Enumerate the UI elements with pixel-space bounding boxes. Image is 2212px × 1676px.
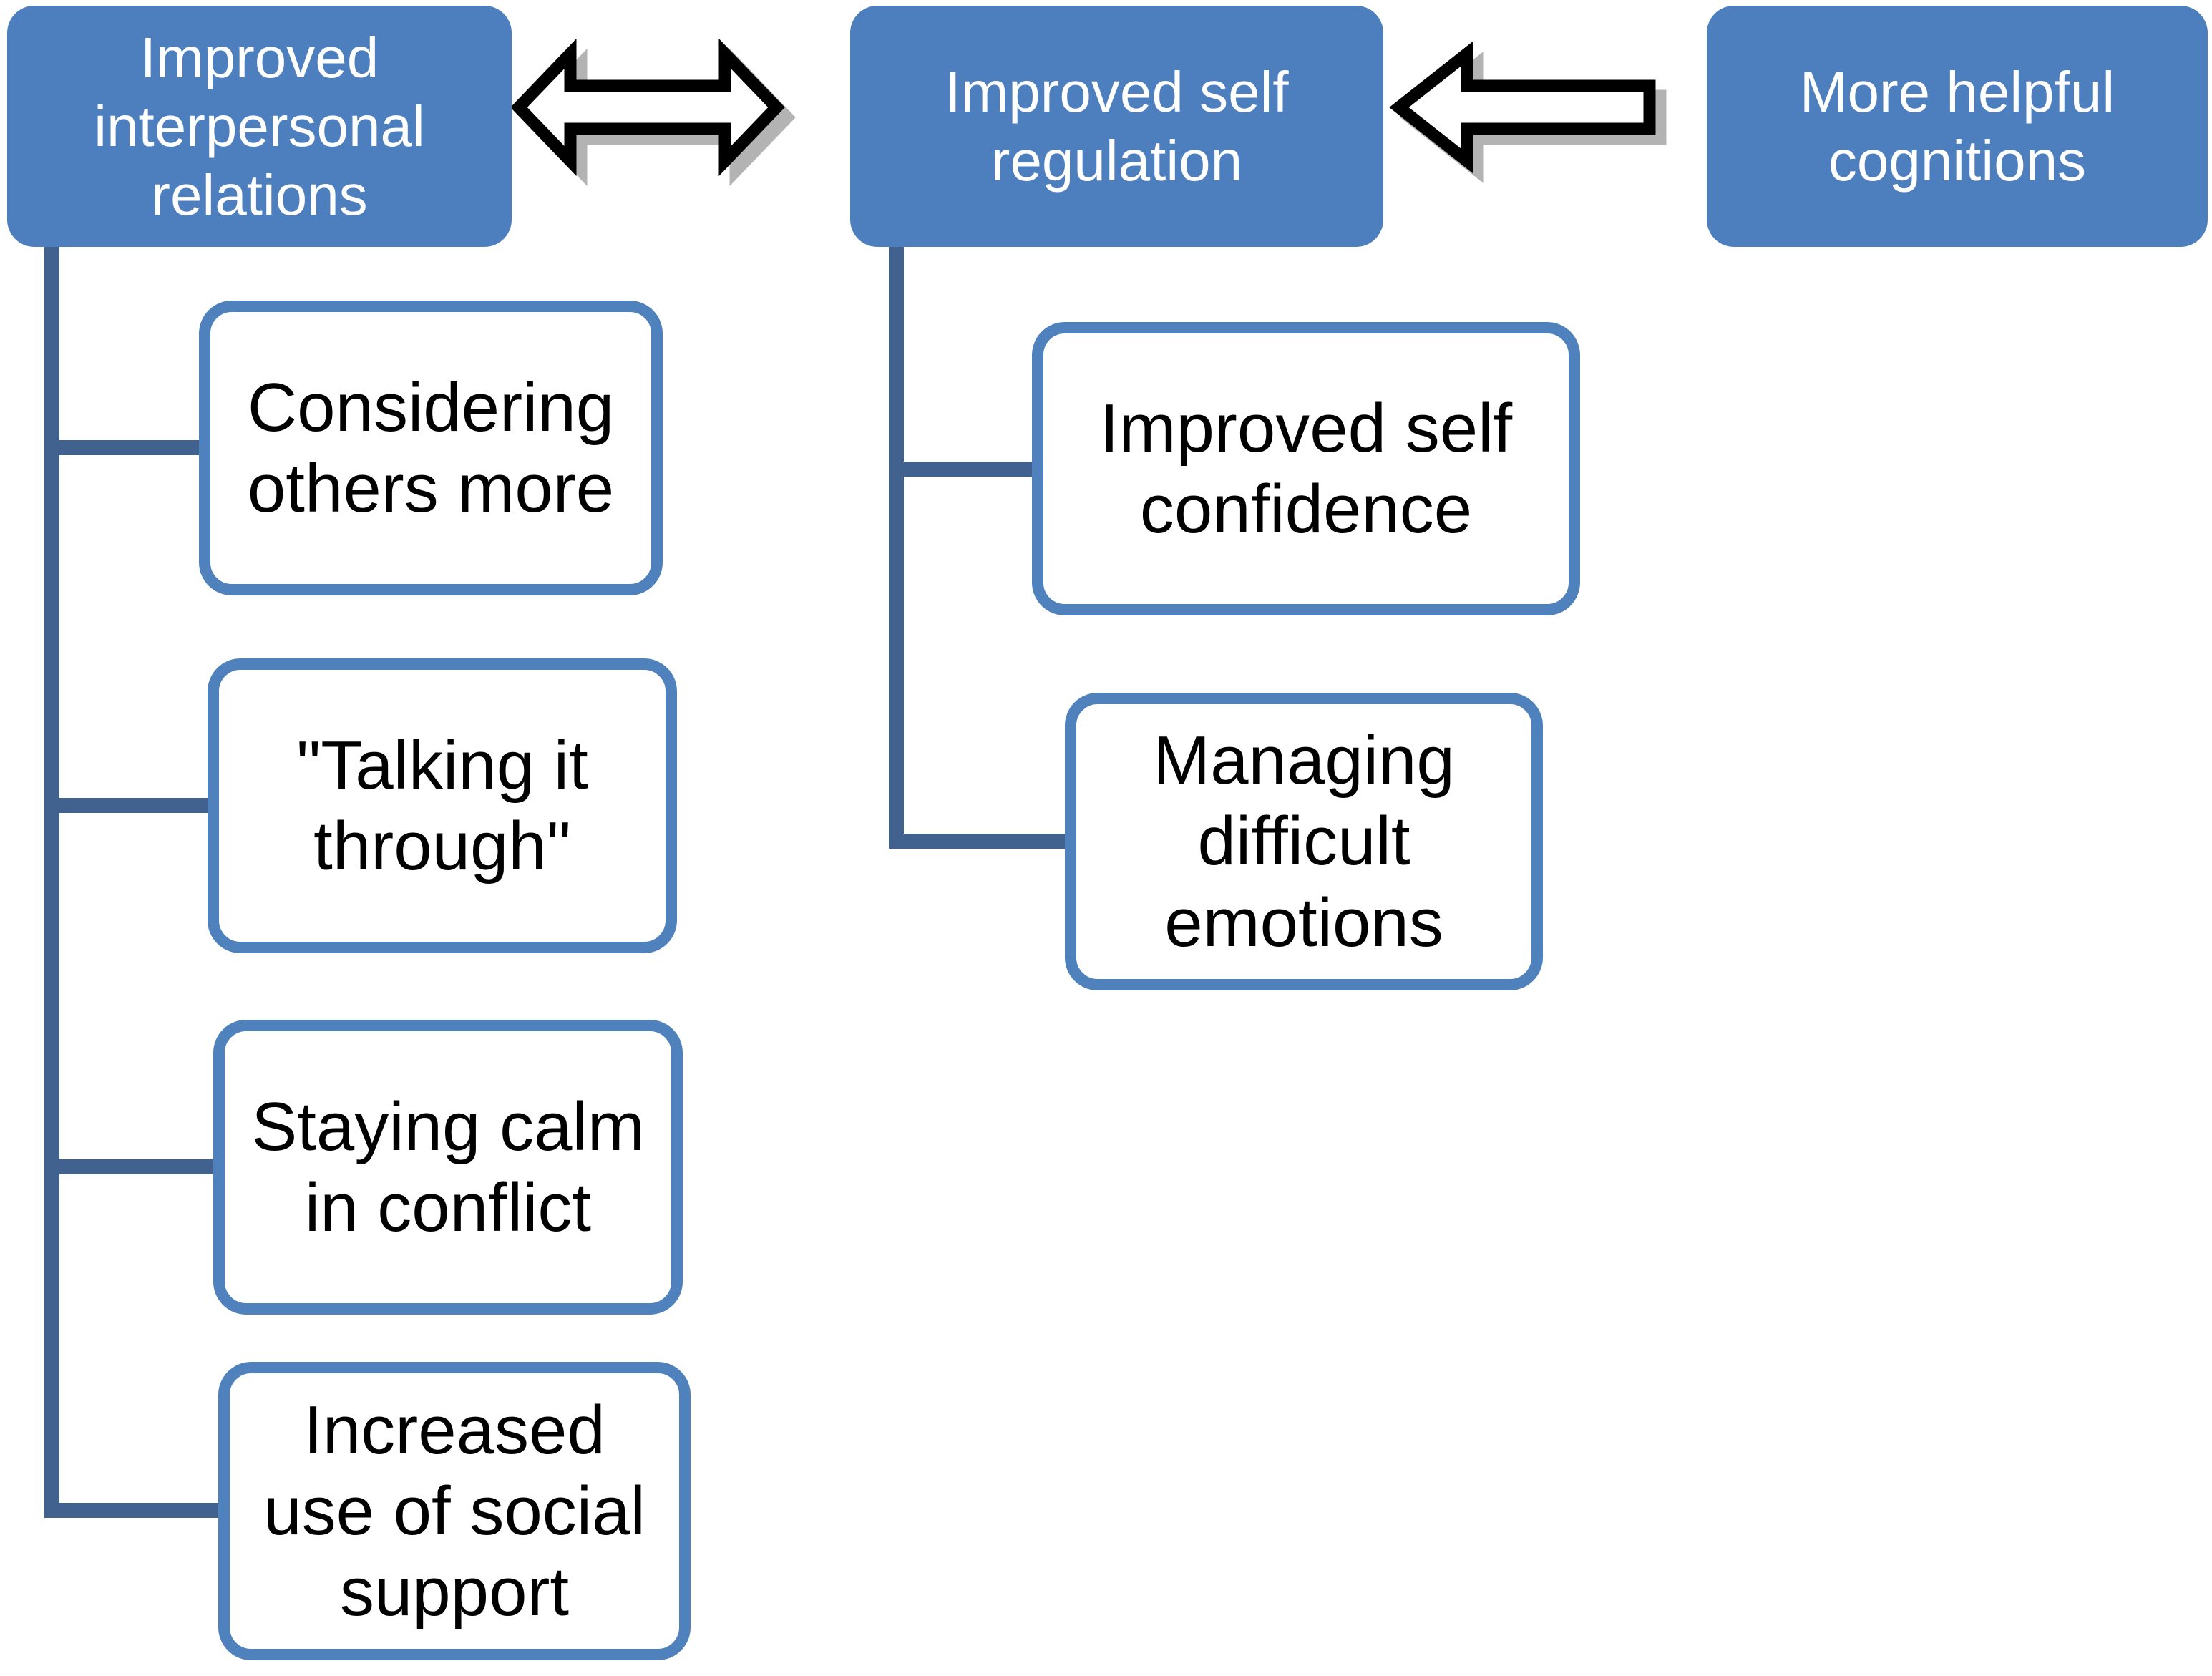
node-improved-self-regulation: Improved self regulation xyxy=(850,6,1383,247)
node-staying-calm-in-conflict: Staying calm in conflict xyxy=(213,1020,683,1315)
node-label: Considering others more xyxy=(247,369,615,527)
node-improved-self-confidence: Improved self confidence xyxy=(1032,322,1580,615)
connector-branch-self-confidence xyxy=(889,462,1032,477)
node-label: More helpful cognitions xyxy=(1799,59,2115,193)
node-talking-it-through: "Talking it through" xyxy=(208,658,677,953)
left-arrow xyxy=(1389,41,1667,184)
left-arrow-body xyxy=(1389,41,1656,174)
node-label: Managing difficult emotions xyxy=(1153,722,1455,961)
connector-trunk-self-regulation xyxy=(889,247,904,849)
connector-branch-considering-others xyxy=(44,440,199,455)
node-label: Staying calm in conflict xyxy=(251,1088,645,1246)
node-considering-others-more: Considering others more xyxy=(199,301,663,595)
node-label: Improved interpersonal relations xyxy=(94,25,425,227)
connector-trunk-interpersonal xyxy=(44,247,59,1518)
connector-branch-social-support xyxy=(44,1503,218,1518)
node-label: Improved self confidence xyxy=(1099,389,1513,547)
node-label: Increased use of social support xyxy=(263,1391,645,1631)
node-label: "Talking it through" xyxy=(296,726,588,885)
node-increased-use-of-social-support: Increased use of social support xyxy=(218,1362,691,1660)
connector-branch-difficult-emotions xyxy=(889,834,1065,849)
node-more-helpful-cognitions: More helpful cognitions xyxy=(1707,6,2208,247)
node-managing-difficult-emotions: Managing difficult emotions xyxy=(1065,693,1543,990)
bidirectional-arrow-body xyxy=(510,38,785,177)
connector-branch-talking-it-through xyxy=(44,798,208,813)
node-improved-interpersonal-relations: Improved interpersonal relations xyxy=(7,6,512,247)
connector-branch-staying-calm xyxy=(44,1159,213,1174)
node-label: Improved self regulation xyxy=(945,59,1289,193)
bidirectional-arrow xyxy=(510,38,796,187)
